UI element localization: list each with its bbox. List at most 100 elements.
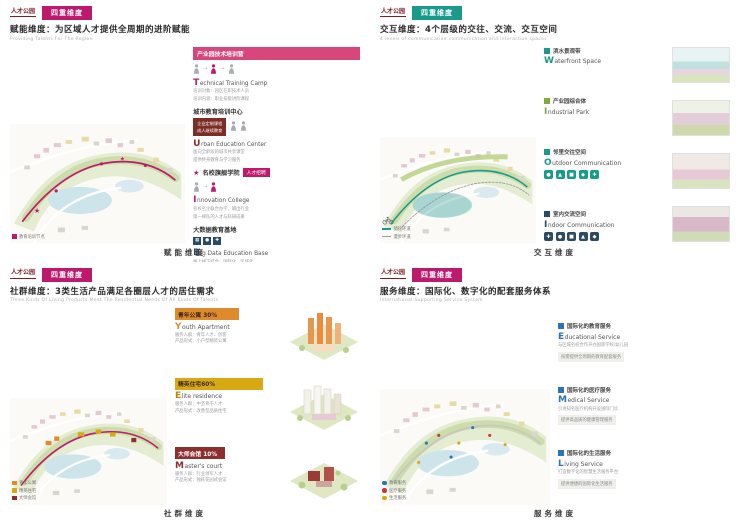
quad-subtitle: Three Kinds Of Living Products Meet The … <box>10 298 219 303</box>
waterfront-photo <box>672 46 730 83</box>
person-icon <box>240 121 247 131</box>
panel-big-data-education-base: 大数据教育基地 ▦ ● ✚ Big Data Education Base 线上… <box>193 225 360 262</box>
map-illustration <box>10 398 167 505</box>
legend-square-icon <box>12 480 17 486</box>
color-square-icon <box>544 149 550 156</box>
legend-label: 青年公寓 <box>19 481 37 486</box>
initial-letter: I <box>544 219 548 230</box>
activity-icons-row: ✚ ● ■ ▲ ◆ <box>544 232 664 242</box>
service-education: 国际化的教育服务 Educational Service 与区域名校合作开办国际… <box>558 322 730 362</box>
living-service-dots <box>417 441 507 465</box>
quad-title: 赋能维度：为区域人才提供全周期的进阶赋能 <box>10 25 191 35</box>
fine-print: 产品形式：独栋花园式会馆 <box>175 478 227 484</box>
fine-print: 名校名企联合办学，输出行业 <box>193 206 250 212</box>
arrow-icon: → <box>203 66 208 72</box>
initial-letter: Y <box>175 321 182 332</box>
data-plus-icon: ✚ <box>213 236 222 245</box>
initial-letter: I <box>544 106 548 117</box>
legend-label: 教育服务 <box>389 481 407 486</box>
person-icon <box>193 64 200 74</box>
elite-residence-blocks <box>77 429 116 437</box>
color-square-icon <box>558 386 564 393</box>
legend-dot-icon <box>382 495 387 501</box>
panel-title: 大数据教育基地 <box>193 227 237 235</box>
color-square-icon <box>544 211 550 218</box>
level-en: Industrial Park <box>544 107 664 117</box>
en-name-rest: aster's court <box>184 462 223 470</box>
title-block: 社群维度：3类生活产品满足各圈层人才的居住需求 Three Kinds Of L… <box>10 285 360 304</box>
fine-print: 打造数字化的智慧生活服务平台 <box>558 470 619 476</box>
en-name-rest: ig Data Education Base <box>200 251 269 258</box>
youth-apartment-axon <box>290 313 358 360</box>
quadrant-service: 人才公园 四重维度 服务维度：国际化、数字化的配套服务体系 Internatio… <box>370 262 740 523</box>
masterplan-map-service: 教育服务 医疗服务 生活服务 <box>380 306 550 505</box>
activity-icons-row: ● ▲ ■ ◆ ✚ <box>544 170 664 180</box>
education-service-dots <box>424 426 475 459</box>
course-box: 企业定制课程 成人继续教育 <box>193 117 227 137</box>
color-square-icon <box>544 47 550 54</box>
dimension-badge: 四重维度 <box>42 6 93 20</box>
legend-label: 骑行环道 <box>393 227 411 232</box>
product-en: Master's court <box>175 461 284 471</box>
fine-print: 提供终身教育与学习服务 <box>193 158 241 164</box>
service-en: Educational Service <box>558 332 730 342</box>
en-name-rest: nnovation College <box>197 198 250 205</box>
map-illustration <box>380 389 550 505</box>
service-list: 国际化的教育服务 Educational Service 与区域名校合作开办国际… <box>558 306 730 505</box>
panel-en-name: Big Data Education Base <box>193 248 360 258</box>
en-name-rest: iving Service <box>564 460 603 468</box>
legend-item: 生活服务 <box>382 495 406 501</box>
legend-item: 大师会馆 <box>12 495 36 501</box>
reference-photos <box>672 45 730 244</box>
people-diagram: → <box>193 180 360 192</box>
legend-dot-icon <box>382 488 387 493</box>
en-name-rest: aterfront Space <box>554 58 602 65</box>
activity-icon: ◆ <box>578 170 588 180</box>
quadrant-community: 人才公园 四重维度 社群维度：3类生活产品满足各圈层人才的居住需求 Three … <box>0 262 370 523</box>
fine-print: 服务人群：中坚骨干人才 <box>175 402 223 407</box>
level-en: Outdoor Communication <box>544 158 664 168</box>
level-cn: 产业园综合体 <box>553 99 587 106</box>
legend-square-icon <box>12 234 17 239</box>
legend-label: 生活服务 <box>389 496 407 501</box>
interaction-levels: 滨水景观带 Waterfront Space 产业园综合体 Industrial… <box>544 45 664 244</box>
map-legend: 教育培训节点 <box>12 234 45 240</box>
project-logo: 人才公园 <box>10 270 37 279</box>
training-node-dots <box>54 162 147 193</box>
initial-letter: L <box>558 458 564 469</box>
star-icon: ★ <box>193 168 200 177</box>
legend-label: 精英住宅 <box>19 488 37 494</box>
en-name-rest: echnical Training Camp <box>199 80 268 87</box>
quad-header: 人才公园 四重维度 <box>10 267 360 282</box>
legend-label: 教育培训节点 <box>19 234 45 240</box>
fine-print: 面向全龄段的城市共享课堂 <box>193 150 245 156</box>
level-cn: 室内交流空间 <box>553 212 587 219</box>
service-living: 国际化的生活服务 Living Service 打造数字化的智慧生活服务平台 提… <box>558 449 730 489</box>
quad-subtitle: Providing Talents For The Region <box>10 36 93 42</box>
panel-urban-education-center: 城市教育培训中心 企业定制课程 成人继续教育 Urban Education C… <box>193 107 360 165</box>
people-diagram <box>230 119 247 131</box>
course-line: 企业定制课程 <box>197 120 223 126</box>
data-dot-icon: ● <box>203 236 212 245</box>
en-name-rest: rban Education Center <box>200 141 267 148</box>
people-diagram: → → <box>193 62 360 74</box>
star-node-icon: ★ <box>34 206 40 215</box>
initial-letter: B <box>193 248 201 259</box>
fine-print: 与区域名校合作开办国际学校/幼儿园 <box>558 343 629 349</box>
initial-letter: T <box>193 77 200 88</box>
masterplan-map-community: 青年公寓 精英住宅 大师会馆 <box>10 306 167 505</box>
data-grid-icon: ▦ <box>193 236 202 245</box>
living-products: 青年公寓 30% Youth Apartment 服务人群：青年人才、创客 产品… <box>175 306 360 505</box>
initial-letter: E <box>558 331 565 342</box>
service-en: Medical Service <box>558 395 730 405</box>
youth-apartment-blocks <box>45 436 60 446</box>
activity-icon: ■ <box>567 170 576 180</box>
fine-print: 第一梯队的人才与科研成果 <box>193 215 245 221</box>
quad-title: 交互维度：4个层级的交往、交流、交互空间 <box>380 25 558 35</box>
fine-print: 产品形式：改善型品质住宅 <box>175 408 227 414</box>
panel-innovation-college: ★ 名校旗舰学院 人才招聘 → Innovation College 名校名企联… <box>193 168 360 222</box>
initial-letter: I <box>193 195 197 206</box>
level-indoor-communication: 室内交流空间 Indoor Communication ✚ ● ■ ▲ ◆ <box>544 210 664 242</box>
fine-print: 培训内容：职业技能进阶课程 <box>193 97 250 103</box>
quad-header: 人才公园 四重维度 <box>10 6 360 20</box>
